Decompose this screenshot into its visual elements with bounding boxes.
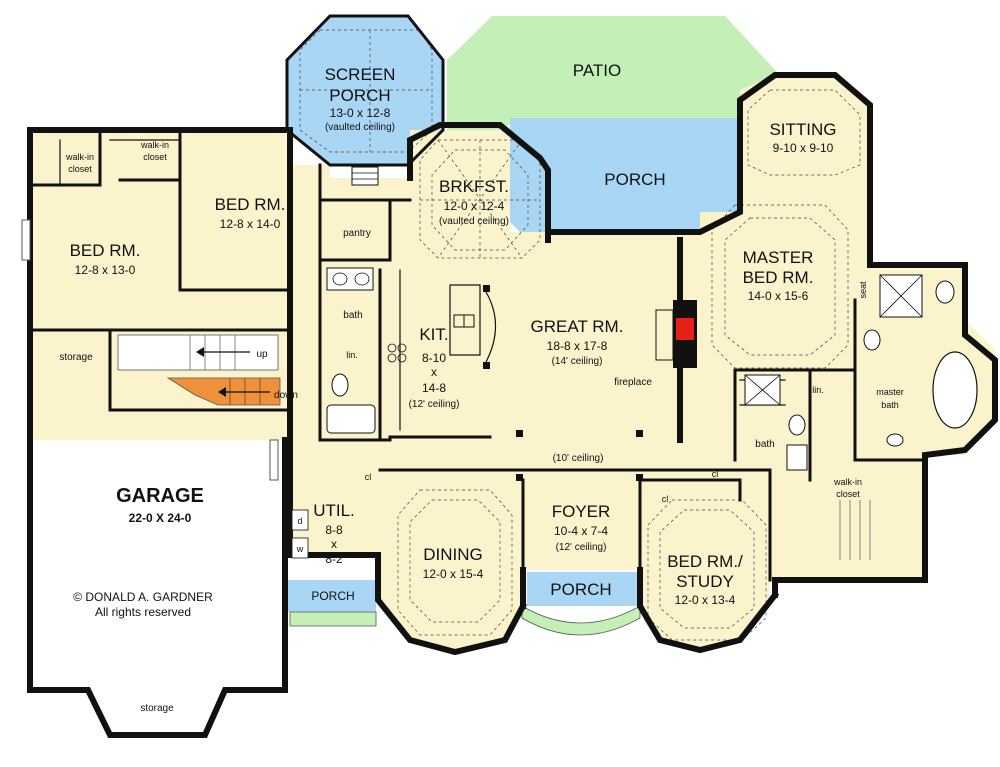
garage-label: GARAGE xyxy=(116,485,204,507)
brkfst-label: BRKFST. xyxy=(439,177,509,196)
bed-study-line1: BED RM./ xyxy=(667,552,743,571)
side-porch-label: PORCH xyxy=(311,589,354,603)
great-rm-note: (14' ceiling) xyxy=(552,356,603,367)
ceiling-10-label: (10' ceiling) xyxy=(553,453,604,464)
util-dim1: 8-8 xyxy=(325,523,343,537)
util-dim2: x xyxy=(331,537,337,551)
foyer-dims: 10-4 x 7-4 xyxy=(554,524,608,538)
bed-study-line2: STUDY xyxy=(676,572,734,591)
screen-porch-name-1: SCREEN xyxy=(325,65,396,84)
master-bed-line1: MASTER xyxy=(743,248,814,267)
stairs-up-label: up xyxy=(256,349,268,360)
kit-label: KIT. xyxy=(419,325,448,344)
dining-label: DINING xyxy=(423,545,483,564)
rear-porch-area xyxy=(510,118,740,232)
kit-note: (12' ceiling) xyxy=(409,399,460,410)
dining-dims: 12-0 x 15-4 xyxy=(423,567,484,581)
kit-dim1: 8-10 xyxy=(422,351,446,365)
patio-area xyxy=(447,16,777,130)
bed-study-dims: 12-0 x 13-4 xyxy=(675,593,736,607)
master-bath-line2: bath xyxy=(881,400,899,410)
bed-rm-1-label: BED RM. xyxy=(215,195,286,214)
front-porch-label: PORCH xyxy=(550,580,611,599)
walk-in-a-1: walk-in xyxy=(65,152,94,162)
bath-hall-label: bath xyxy=(343,310,362,321)
toilet-hall xyxy=(331,373,349,397)
great-rm-label: GREAT RM. xyxy=(531,317,624,336)
garage-floor xyxy=(30,440,285,735)
cl-c-label: cl xyxy=(712,469,719,479)
great-rm-dims: 18-8 x 17-8 xyxy=(547,339,608,353)
kit-dim2: x xyxy=(431,365,437,379)
util-d: d xyxy=(297,516,302,526)
lin-master-label: lin. xyxy=(812,385,824,395)
walk-in-b-1: walk-in xyxy=(140,140,169,150)
tub-hall xyxy=(326,404,376,434)
seat-label: seat xyxy=(858,281,868,299)
master-bed-dims: 14-0 x 15-6 xyxy=(748,289,809,303)
util-label: UTIL. xyxy=(313,501,355,520)
master-walk-in-line2: closet xyxy=(836,489,860,499)
side-porch-area xyxy=(288,580,376,612)
util-dim3: 8-2 xyxy=(325,552,343,566)
stairs-down-label: down xyxy=(274,390,298,401)
fireplace-fire xyxy=(676,318,694,340)
side-porch-step xyxy=(289,611,377,627)
brkfst-note: (vaulted ceiling) xyxy=(439,216,509,227)
stair-up xyxy=(117,334,279,371)
bed-rm-2-dims: 12-8 x 13-0 xyxy=(75,263,136,277)
util-w: w xyxy=(296,544,304,554)
patio-label: PATIO xyxy=(573,61,622,80)
screen-porch-dims: 13-0 x 12-8 xyxy=(330,106,391,120)
sitting-label: SITTING xyxy=(769,120,836,139)
kit-dim3: 14-8 xyxy=(422,381,446,395)
master-bed-line2: BED RM. xyxy=(743,268,814,287)
front-porch-area xyxy=(527,572,637,606)
lin-hall-label: lin. xyxy=(346,350,358,360)
house-floor xyxy=(30,75,995,652)
storage-bottom-label: storage xyxy=(140,703,174,714)
master-walk-in-line1: walk-in xyxy=(833,477,862,487)
master-tub xyxy=(932,351,978,429)
garage-dims: 22-0 X 24-0 xyxy=(129,511,192,525)
cl-b-label: cl xyxy=(662,494,669,504)
storage-top-label: storage xyxy=(59,352,93,363)
screen-porch-area xyxy=(287,16,443,165)
walk-in-a-2: closet xyxy=(68,164,92,174)
bath-study-label: bath xyxy=(755,439,774,450)
foyer-note: (12' ceiling) xyxy=(556,542,607,553)
brkfst-dims: 12-0 x 12-4 xyxy=(444,199,505,213)
walk-in-b-2: closet xyxy=(143,152,167,162)
cl-a-label: cl xyxy=(365,472,372,482)
hearth xyxy=(655,309,674,361)
bed-rm-1-dims: 12-8 x 14-0 xyxy=(220,217,281,231)
kitchen-island xyxy=(449,284,481,356)
screen-porch-note: (vaulted ceiling) xyxy=(325,122,395,133)
master-bath-line1: master xyxy=(876,387,904,397)
screen-porch-name-2: PORCH xyxy=(329,86,390,105)
pantry-label: pantry xyxy=(343,228,371,239)
sitting-dims: 9-10 x 9-10 xyxy=(773,141,834,155)
foyer-label: FOYER xyxy=(552,502,611,521)
stair-down xyxy=(166,377,281,406)
copyright-line2: All rights reserved xyxy=(95,605,191,619)
fireplace-label: fireplace xyxy=(614,377,652,388)
front-porch-step xyxy=(521,605,641,636)
copyright-line1: © DONALD A. GARDNER xyxy=(73,590,213,604)
bed-rm-2-label: BED RM. xyxy=(70,241,141,260)
rear-porch-label: PORCH xyxy=(604,170,665,189)
